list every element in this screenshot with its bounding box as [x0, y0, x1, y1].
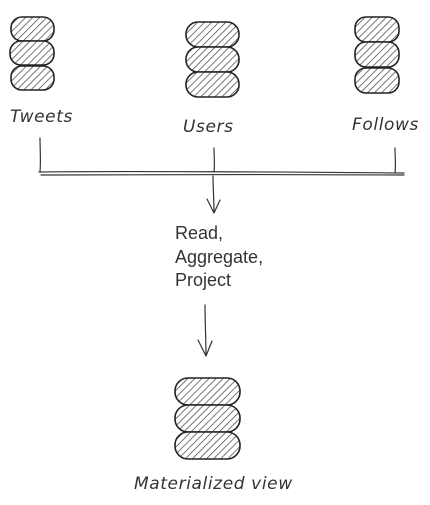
process-line-aggregate: Aggregate,: [175, 247, 263, 267]
materialized-view-database-icon: [174, 377, 241, 460]
arrow-down-icon: [197, 304, 213, 357]
users-database-icon: [185, 21, 240, 98]
users-label: Users: [183, 117, 234, 137]
tweets-label: Tweets: [10, 107, 73, 127]
merge-bar: [38, 170, 405, 176]
materialized-view-label: Materialized view: [134, 474, 293, 494]
follows-label: Follows: [352, 115, 419, 135]
arrow-down-icon: [206, 175, 221, 214]
process-line-project: Project: [175, 270, 231, 290]
follows-database-icon: [354, 16, 400, 94]
process-text: Read, Aggregate, Project: [175, 223, 263, 290]
process-line-read: Read,: [175, 223, 223, 243]
tweets-database-icon: [9, 16, 55, 91]
